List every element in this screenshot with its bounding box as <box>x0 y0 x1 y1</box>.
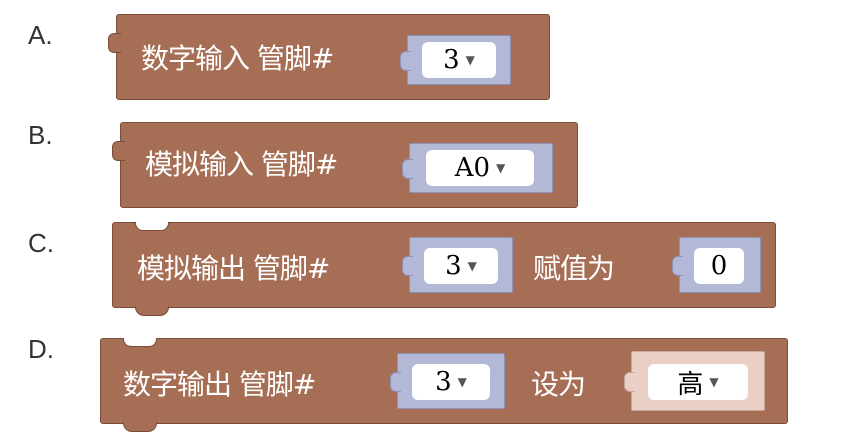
digital-output-block[interactable]: 数字输出 管脚# 3 ▼ 设为 高 ▼ <box>100 338 788 432</box>
analog-input-block[interactable]: 模拟输入 管脚# A0 ▼ <box>112 122 578 208</box>
option-letter-c: C. <box>28 228 54 258</box>
socket-plug <box>390 372 401 392</box>
socket-plug <box>624 372 635 392</box>
digital-input-block[interactable]: 数字输入 管脚# 3 ▼ <box>108 14 550 100</box>
pin-dropdown[interactable]: 3 ▼ <box>412 364 490 400</box>
dropdown-caret-icon: ▼ <box>709 375 719 389</box>
analog-output-block[interactable]: 模拟输出 管脚# 3 ▼ 赋值为 0 <box>112 222 776 316</box>
assign-value: 高 <box>677 369 704 400</box>
block-notch-top <box>123 338 157 347</box>
block-tab-bottom <box>123 422 157 432</box>
option-letter-a: A. <box>28 20 53 50</box>
block-notch <box>112 141 125 161</box>
option-letter-d: D. <box>28 334 54 364</box>
option-letter-b: B. <box>28 120 53 150</box>
level-dropdown[interactable]: 高 ▼ <box>648 364 748 400</box>
socket-plug <box>400 51 411 71</box>
pin-value: 3 <box>435 367 452 397</box>
block-notch-top <box>135 222 169 231</box>
pin-dropdown[interactable]: 3 ▼ <box>422 42 496 78</box>
socket-plug <box>402 159 413 179</box>
dropdown-caret-icon: ▼ <box>496 161 506 175</box>
dropdown-caret-icon: ▼ <box>457 375 467 389</box>
assign-value: 0 <box>710 251 728 281</box>
assign-label: 赋值为 <box>533 252 615 285</box>
block-label: 数字输入 管脚# <box>141 42 334 75</box>
block-label: 数字输出 管脚# <box>123 368 316 401</box>
value-socket[interactable]: 0 <box>672 237 761 293</box>
pin-value: A0 <box>454 153 491 183</box>
dropdown-caret-icon: ▼ <box>465 53 475 67</box>
pin-socket[interactable]: A0 ▼ <box>402 143 553 193</box>
pin-dropdown[interactable]: 3 ▼ <box>424 248 498 284</box>
level-socket[interactable]: 高 ▼ <box>624 351 765 411</box>
assign-label: 设为 <box>531 368 586 401</box>
socket-plug <box>402 256 413 276</box>
block-label: 模拟输出 管脚# <box>137 252 330 285</box>
pin-socket[interactable]: 3 ▼ <box>402 237 513 293</box>
socket-plug <box>672 256 683 276</box>
pin-socket[interactable]: 3 ▼ <box>400 35 511 85</box>
pin-value: 3 <box>443 45 460 75</box>
block-notch <box>108 33 121 53</box>
pin-socket[interactable]: 3 ▼ <box>390 353 505 409</box>
block-label: 模拟输入 管脚# <box>145 148 338 181</box>
pin-value: 3 <box>445 251 462 281</box>
block-tab-bottom <box>135 306 169 316</box>
pin-dropdown[interactable]: A0 ▼ <box>426 150 534 186</box>
dropdown-caret-icon: ▼ <box>467 259 477 273</box>
value-input[interactable]: 0 <box>694 248 744 284</box>
